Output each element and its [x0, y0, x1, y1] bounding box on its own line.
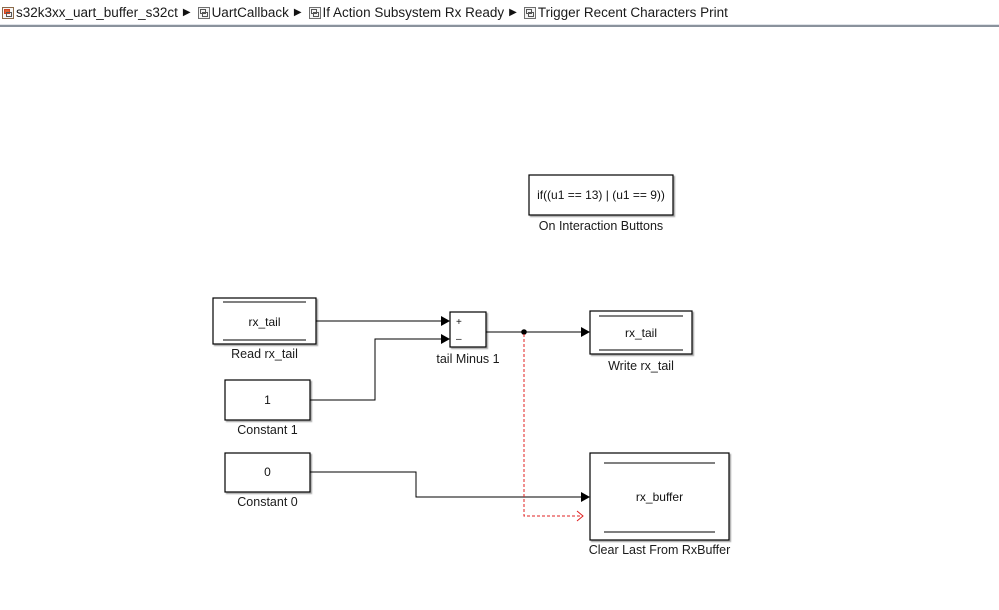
tail-minus-1-label: tail Minus 1: [436, 352, 500, 366]
model-icon: [2, 6, 14, 19]
clear-rx-buffer-name: rx_buffer: [636, 490, 683, 504]
constant-0-value: 0: [264, 465, 271, 479]
constant-1-label: Constant 1: [237, 423, 298, 437]
write-rx-tail-name: rx_tail: [625, 326, 657, 340]
constant-0-block[interactable]: 0: [224, 452, 311, 493]
if-block-label: On Interaction Buttons: [538, 219, 664, 233]
constant-0-label: Constant 0: [237, 495, 298, 509]
if-block-expression: if((u1 == 13) | (u1 == 9)): [537, 188, 665, 202]
breadcrumb-item-trigger[interactable]: Trigger Recent Characters Print: [522, 5, 728, 20]
subsystem-icon: [523, 6, 536, 19]
clear-rx-buffer-label: Clear Last From RxBuffer: [588, 543, 731, 557]
breadcrumb-label: If Action Subsystem Rx Ready: [322, 5, 505, 20]
arrowhead-icon: [441, 334, 450, 344]
trigger-line[interactable]: [523, 334, 583, 517]
signal-line-const0-to-clear[interactable]: [310, 471, 581, 498]
arrowhead-icon: [581, 492, 590, 502]
arrowhead-icon: [441, 316, 450, 326]
trigger-arrow-icon: [576, 510, 584, 522]
breadcrumb-item-if-action[interactable]: If Action Subsystem Rx Ready: [307, 5, 505, 20]
arrowhead-icon: [581, 327, 590, 337]
clear-rx-buffer-block[interactable]: rx_buffer: [589, 452, 730, 541]
write-rx-tail-block[interactable]: rx_tail: [589, 310, 693, 355]
subsystem-icon: [308, 6, 321, 19]
sum-plus-sign: +: [456, 317, 462, 328]
read-rx-tail-label: Read rx_tail: [231, 347, 298, 361]
breadcrumb-label: Trigger Recent Characters Print: [537, 5, 728, 20]
chevron-right-icon: ▶: [293, 7, 302, 18]
constant-1-value: 1: [264, 393, 271, 407]
sum-minus-sign: –: [456, 334, 462, 345]
chevron-right-icon: ▶: [509, 7, 517, 18]
read-rx-tail-name: rx_tail: [248, 315, 280, 329]
read-rx-tail-block[interactable]: rx_tail: [212, 297, 317, 345]
constant-1-block[interactable]: 1: [224, 379, 311, 421]
breadcrumb-item-model[interactable]: s32k3xx_uart_buffer_s32ct: [0, 5, 178, 20]
breadcrumb-item-uartcallback[interactable]: UartCallback: [196, 5, 289, 20]
branch-point: [521, 329, 527, 335]
tail-minus-1-block[interactable]: + –: [449, 311, 487, 348]
if-block[interactable]: if((u1 == 13) | (u1 == 9)): [528, 174, 674, 216]
signal-line-const1-to-sum[interactable]: [310, 338, 441, 401]
chevron-right-icon: ▶: [182, 7, 191, 18]
breadcrumb: s32k3xx_uart_buffer_s32ct ▶ UartCallback…: [0, 0, 999, 27]
write-rx-tail-label: Write rx_tail: [608, 359, 674, 373]
breadcrumb-label: s32k3xx_uart_buffer_s32ct: [16, 5, 178, 20]
breadcrumb-label: UartCallback: [211, 5, 289, 20]
subsystem-icon: [197, 6, 210, 19]
